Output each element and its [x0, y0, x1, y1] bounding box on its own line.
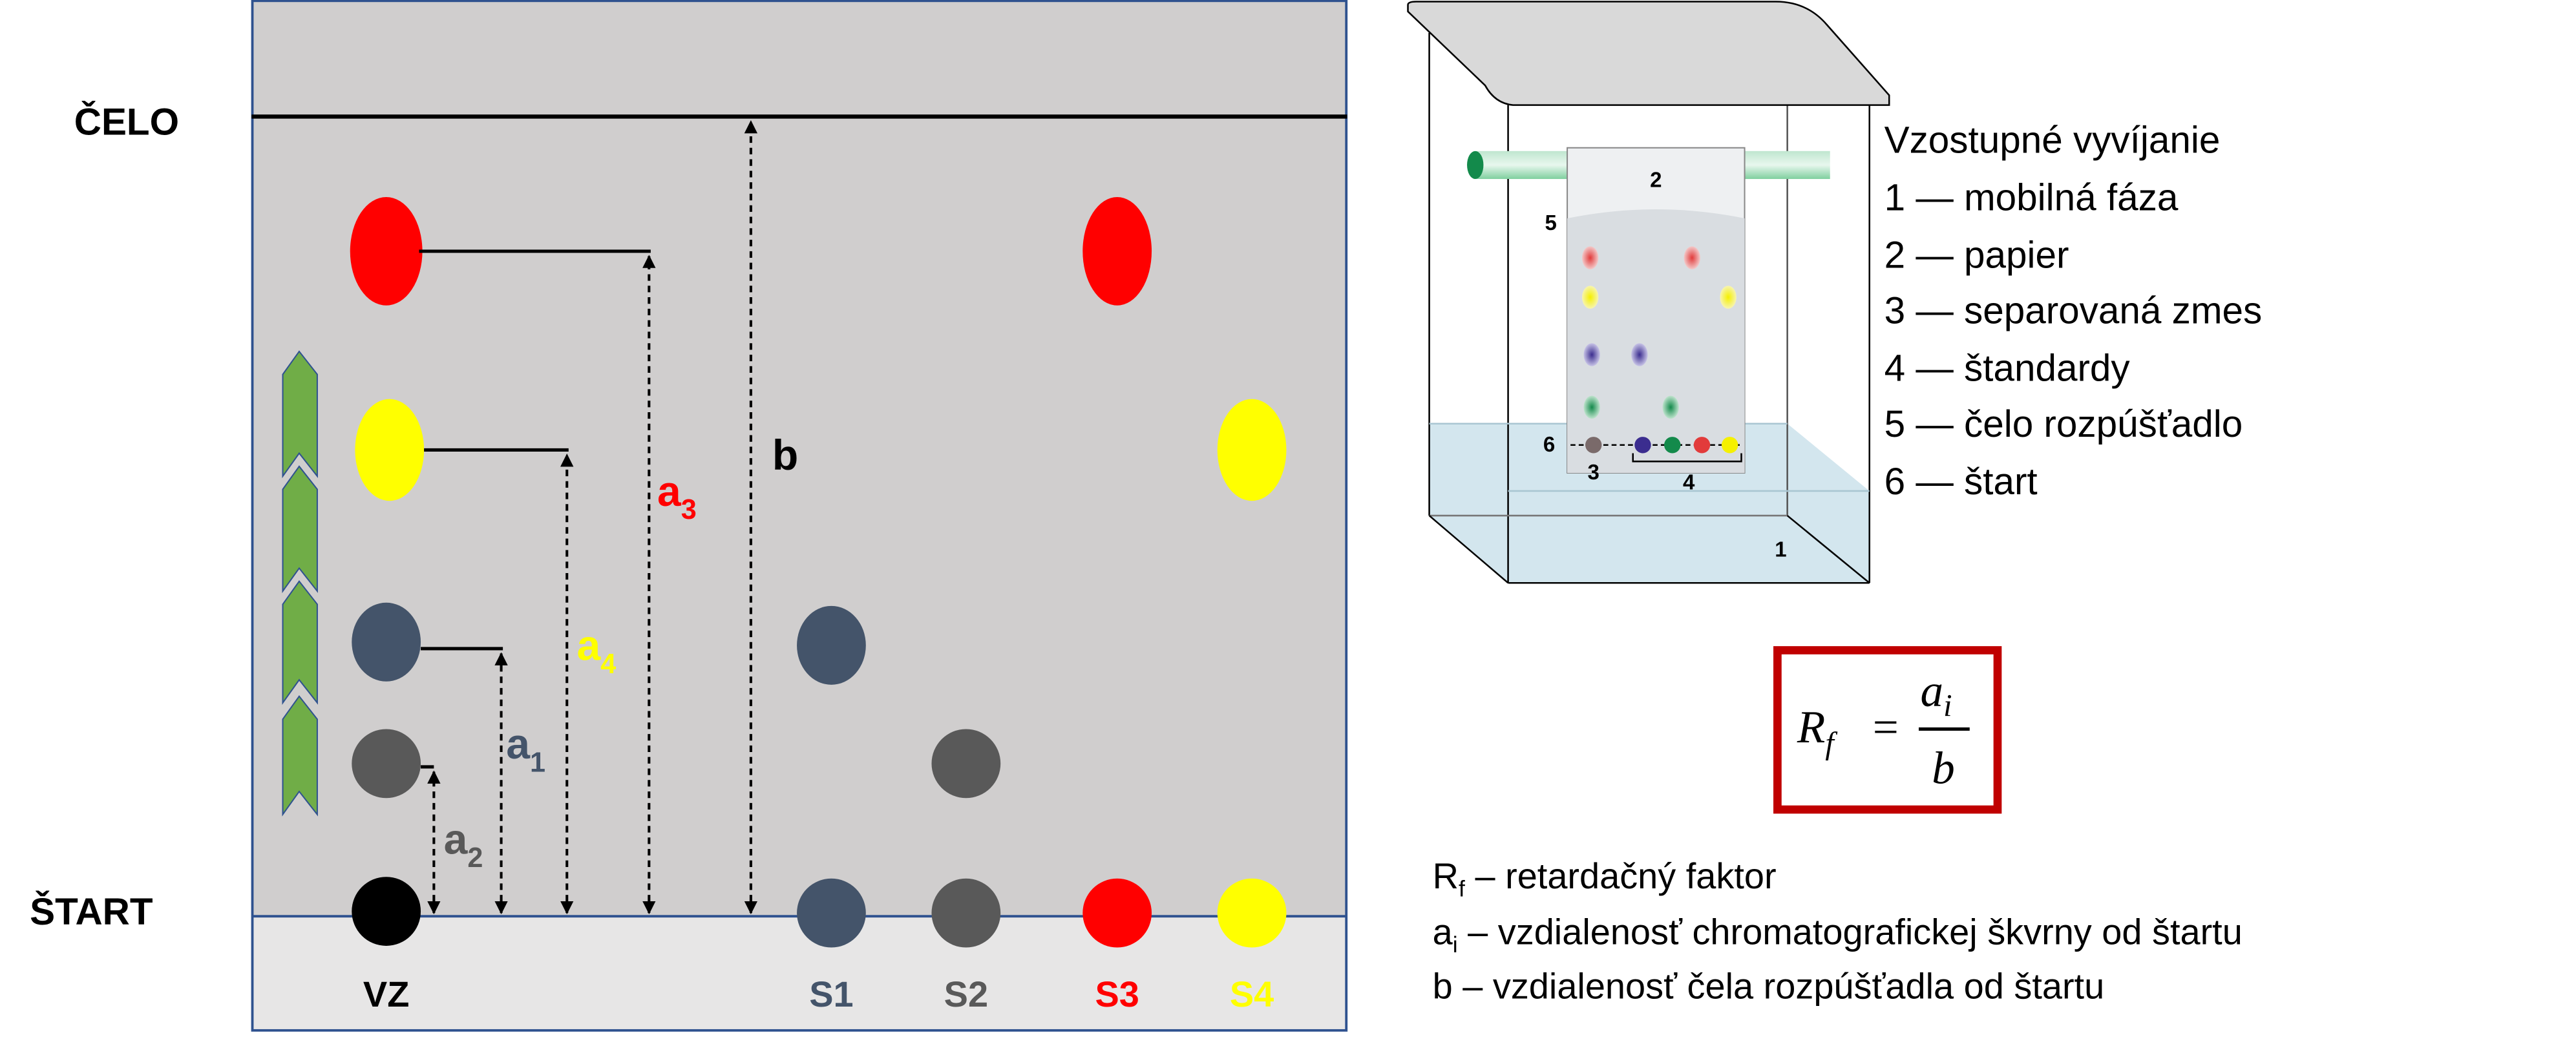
marker-1: 1: [1775, 538, 1786, 562]
definition-rf: Rf – retardačný faktor: [1433, 855, 1777, 902]
plate-background: [251, 0, 1347, 917]
formula-numerator: ai: [1921, 666, 1952, 723]
formula-equals: =: [1873, 702, 1899, 753]
spot-s3: [1082, 196, 1152, 306]
tlc-plate: ČELO ŠTART VZ S1 S2 S3 S4: [30, 0, 1348, 1032]
legend-item: 4 — štandardy: [1884, 348, 2131, 390]
definition-ai: ai – vzdialenosť chromatografickej škvrn…: [1433, 911, 2243, 957]
label-a1: a1: [506, 720, 545, 778]
spot-s4-start: [1217, 878, 1287, 948]
measurement-leaders: [419, 249, 651, 769]
spot-s1-start: [797, 878, 866, 948]
legend-item: 5 — čelo rozpúšťadlo: [1884, 403, 2243, 445]
legend-item: 3 — separovaná zmes: [1884, 290, 2263, 332]
spot-vz-slate: [352, 602, 421, 682]
legend-item: 2 — papier: [1884, 234, 2069, 276]
formula-lhs: Rf: [1797, 702, 1837, 761]
formula-denominator: b: [1932, 743, 1955, 793]
marker-2: 2: [1650, 169, 1662, 193]
spot-vz-start: [352, 877, 421, 946]
lane-label-s1: S1: [809, 974, 853, 1014]
chromatography-chamber: 1 2 3 4 5 6: [1407, 1, 1890, 584]
definitions: Rf – retardačný faktor ai – vzdialenosť …: [1433, 855, 2243, 1006]
spot-s2: [931, 729, 1001, 799]
direction-arrow-icon: [282, 350, 318, 817]
spot-vz-yellow: [355, 399, 425, 501]
marker-3: 3: [1588, 461, 1599, 485]
marker-4: 4: [1683, 470, 1695, 494]
lane-label-vz: VZ: [363, 974, 409, 1014]
spot-vz-gray: [352, 729, 421, 799]
mobile-phase-liquid: [1429, 423, 1870, 583]
definition-b: b – vzdialenosť čela rozpúšťadla od štar…: [1433, 965, 2105, 1006]
legend-title: Vzostupné vyvíjanie: [1884, 119, 2221, 161]
lane-label-s3: S3: [1095, 974, 1139, 1014]
support-rod-end: [1467, 151, 1484, 180]
legend-item: 6 — štart: [1884, 461, 2038, 503]
spot-vz-red: [350, 196, 423, 306]
legend-item: 1 — mobilná fáza: [1884, 176, 2179, 218]
spot-s3-start: [1082, 878, 1152, 948]
marker-5: 5: [1545, 211, 1556, 235]
lane-label-s4: S4: [1230, 974, 1274, 1014]
label-a4: a4: [576, 622, 616, 680]
marker-6: 6: [1543, 433, 1555, 457]
plate-border: [251, 0, 1348, 1032]
spot-s1: [797, 605, 866, 685]
front-label: ČELO: [74, 99, 179, 143]
plate-bottom-strip: [251, 916, 1347, 1032]
label-b: b: [772, 432, 798, 479]
start-label: ŠTART: [30, 890, 153, 933]
apparatus-legend: Vzostupné vyvíjanie 1 — mobilná fáza 2 —…: [1884, 119, 2263, 503]
label-a3: a3: [657, 468, 697, 525]
label-a2: a2: [444, 816, 483, 873]
chamber-walls: [1428, 32, 1870, 584]
rf-formula: Rf = ai b: [1773, 646, 2002, 814]
spot-s4: [1217, 399, 1287, 501]
spot-s2-start: [931, 878, 1001, 948]
chromatography-paper: [1567, 147, 1746, 474]
lane-label-s2: S2: [944, 974, 988, 1014]
chamber-lid: [1407, 1, 1890, 106]
